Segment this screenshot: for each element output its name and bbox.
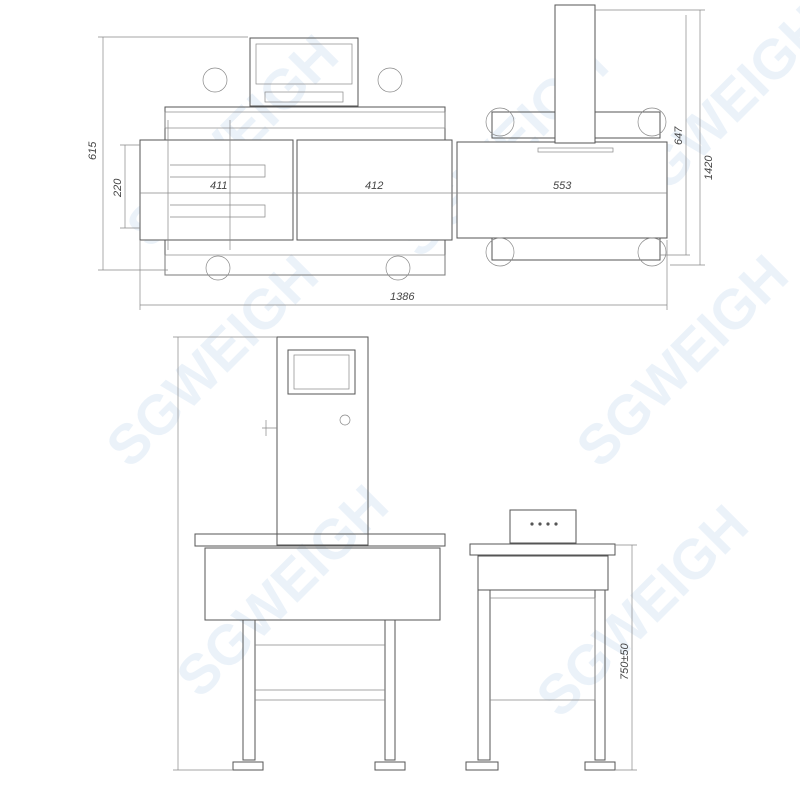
dim-1420: 1420	[703, 155, 715, 180]
dim-411: 411	[210, 180, 228, 192]
top-view	[139, 4, 668, 281]
dim-647: 647	[673, 126, 685, 145]
svg-text:SGWEIGH: SGWEIGH	[524, 493, 760, 729]
dim-412: 412	[365, 180, 383, 192]
dim-750: 750±50	[619, 642, 631, 680]
dim-615: 615	[87, 141, 99, 160]
svg-text:SGWEIGH: SGWEIGH	[564, 243, 800, 479]
svg-text:SGWEIGH: SGWEIGH	[94, 243, 330, 479]
side-dimensions: 750±50	[173, 336, 637, 771]
top-dimensions: 615 220 411 412 553 647 1420 1386	[87, 9, 715, 310]
dim-1386: 1386	[390, 291, 415, 303]
dim-220: 220	[112, 178, 124, 198]
watermark: SGWEIGH SGWEIGH SGWEIGH SGWEIGH SGWEIGH …	[94, 0, 800, 728]
dim-553: 553	[553, 180, 572, 192]
side-view	[194, 336, 616, 771]
svg-text:SGWEIGH: SGWEIGH	[164, 473, 400, 709]
